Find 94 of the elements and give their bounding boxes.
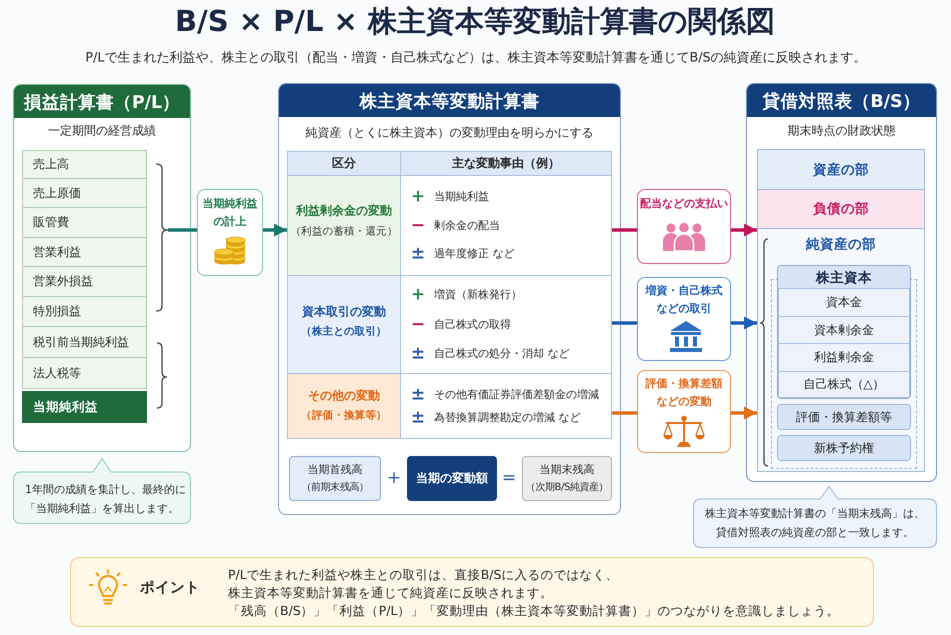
plus-minus-sign: ± — [410, 384, 426, 406]
list-item: 営業利益 — [22, 237, 147, 267]
connector-line — [612, 411, 637, 415]
balance-title: 当期首残高 — [308, 463, 362, 477]
statement-panel — [278, 83, 621, 515]
title: B/S × P/L × 株主資本等変動計算書の関係図 — [175, 3, 775, 40]
panel-header: 株主資本等変動計算書 — [279, 84, 620, 117]
connector-line — [168, 228, 197, 232]
panel-subtitle: 一定期間の経営成績 — [48, 124, 156, 138]
reasons-cell — [400, 373, 612, 439]
flow-box — [637, 370, 731, 453]
list-item: 資本金 — [778, 288, 910, 317]
category-cell — [287, 373, 401, 439]
category-title: 利益剰余金の変動 — [296, 204, 392, 218]
flow-box-label: 配当などの支払い — [639, 196, 729, 212]
list-item: 売上原価 — [22, 178, 147, 208]
flow-box — [637, 189, 731, 264]
list-item: 販管費 — [22, 207, 147, 238]
reason-text: 剰余金の配当 — [434, 219, 500, 233]
list-item: 特別損益 — [22, 296, 147, 327]
change-box: 当期の変動額 — [407, 456, 497, 501]
callout-bubble — [13, 458, 191, 524]
minus-sign: − — [410, 314, 426, 336]
arrow — [731, 224, 757, 236]
connector-line — [612, 321, 637, 325]
plus-minus-sign: ± — [410, 343, 426, 365]
panel-header: 損益計算書（P/L） — [14, 85, 190, 118]
reason-text: 自己株式の処分・消却 など — [434, 347, 570, 361]
list-item: 評価・換算差額等 — [777, 404, 911, 430]
equals-sign: = — [502, 468, 516, 488]
tip-text: 「残高（B/S）」「利益（P/L）」「変動理由（株主資本等変動計算書）」のつながりを意識しましょう。 — [228, 602, 840, 620]
arrow — [263, 224, 287, 236]
reason-text: 過年度修正 など — [434, 247, 514, 261]
column-header: 区分 — [287, 151, 401, 176]
tip-text: P/Lで生まれた利益や株主との取引は、直接B/Sに入るのではなく、株主資本等変動計算書を通じて純資産に反映されます。 — [228, 566, 620, 602]
balance-box — [289, 456, 381, 501]
list-item: 営業外損益 — [22, 266, 147, 297]
panel-subtitle: 純資産（とくに株主資本）の変動理由を明らかにする — [306, 126, 594, 140]
flow-box-label: 増資・自己株式などの取引 — [644, 283, 724, 317]
category-title: 資本取引の変動 — [302, 304, 386, 320]
category-note: （評価・換算等） — [301, 409, 387, 423]
arrow — [731, 316, 757, 330]
list-item: 売上高 — [22, 150, 147, 179]
panel-subtitle: 期末時点の財政状態 — [788, 124, 896, 138]
plus-sign: + — [410, 186, 426, 208]
plus-minus-sign: ± — [410, 243, 426, 265]
balance-note: （次期B/S純資産） — [526, 482, 608, 494]
statement-panel — [13, 84, 191, 452]
group-header: 株主資本 — [778, 266, 910, 289]
reason-text: その他有価証券評価差額金の増減 — [434, 388, 599, 402]
section-box — [757, 228, 925, 472]
connector-line — [612, 228, 637, 232]
list-item: 新株予約権 — [777, 435, 911, 461]
flow-box — [197, 189, 263, 276]
brace — [156, 163, 168, 312]
callout-text: 1年間の成績を集計し、最終的に「当期純利益」を算出します。 — [25, 482, 187, 517]
category-cell — [287, 275, 401, 374]
column-header: 主な変動事由（例） — [400, 151, 612, 176]
section-title: 純資産の部 — [806, 236, 876, 254]
section-box: 資産の部 — [757, 149, 925, 190]
list-item: 利益剰余金 — [778, 343, 910, 372]
reason-text: 為替換算調整勘定の増減 など — [434, 411, 580, 425]
plus-sign: + — [386, 468, 402, 488]
balance-title: 当期末残高 — [540, 463, 594, 477]
category-note: （株主との取引） — [301, 325, 387, 339]
plus-sign: + — [410, 284, 426, 306]
flow-box-label: 評価・換算差額などの変動 — [644, 376, 724, 410]
tip-box — [70, 557, 874, 627]
flow-box — [637, 277, 731, 361]
arrow — [731, 406, 757, 420]
callout-bubble — [693, 486, 937, 548]
tip-heading: ポイント — [140, 578, 200, 598]
highlight-item: 当期純利益 — [22, 391, 147, 423]
category-title: その他の変動 — [308, 388, 380, 404]
balance-box — [522, 456, 612, 501]
list-item: 法人税等 — [22, 357, 147, 389]
statement-panel — [746, 83, 937, 482]
list-item: 資本剰余金 — [778, 316, 910, 344]
reason-text: 増資（新株発行） — [434, 288, 522, 302]
reason-text: 自己株式の取得 — [434, 318, 511, 332]
panel-header: 貸借対照表（B/S） — [747, 84, 936, 117]
section-box: 負債の部 — [757, 189, 925, 229]
reason-text: 当期純利益 — [434, 190, 489, 204]
list-item: 税引前当期純利益 — [22, 326, 147, 358]
list-item: 自己株式（△） — [778, 371, 910, 398]
callout-text: 株主資本等変動計算書の「当期末残高」は、貸借対照表の純資産の部と一致します。 — [704, 506, 926, 541]
balance-note: （前期末残高） — [301, 482, 369, 494]
category-cell — [287, 175, 401, 276]
category-note: （利益の蓄積・還元） — [290, 225, 398, 239]
plus-minus-sign: ± — [410, 407, 426, 429]
group-box — [777, 265, 911, 399]
flow-box-label: 当期純利益の計上 — [202, 196, 258, 230]
subtitle: P/Lで生まれた利益や、株主との取引（配当・増資・自己株式など）は、株主資本等変動計算書を通じてB/Sの純資産に反映されます。 — [85, 50, 867, 66]
minus-sign: − — [410, 215, 426, 237]
